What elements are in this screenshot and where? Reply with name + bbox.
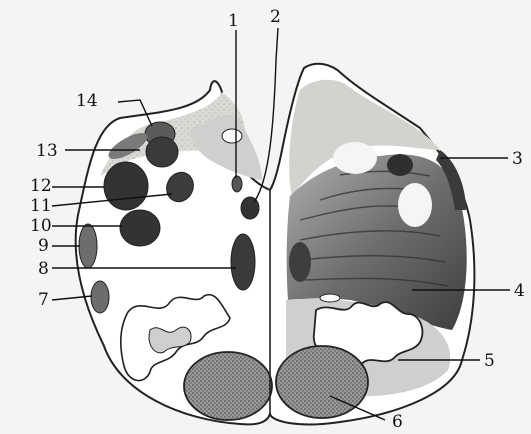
right-lateral-dark-oval bbox=[289, 242, 311, 282]
label-7: 7 bbox=[38, 290, 49, 310]
label-11: 11 bbox=[30, 196, 52, 216]
label-8: 8 bbox=[38, 259, 49, 279]
left-white-spot bbox=[222, 129, 242, 143]
nucleus-10 bbox=[120, 210, 160, 246]
nucleus-12 bbox=[104, 162, 148, 210]
label-2: 2 bbox=[270, 7, 281, 27]
label-10: 10 bbox=[30, 216, 52, 236]
tract-7 bbox=[91, 281, 109, 313]
right-white-spot-1 bbox=[333, 142, 377, 174]
right-white-spot-2 bbox=[398, 183, 432, 227]
label-13: 13 bbox=[36, 141, 58, 161]
nucleus-1 bbox=[232, 176, 242, 192]
label-3: 3 bbox=[512, 149, 523, 169]
label-1: 1 bbox=[228, 11, 239, 31]
label-4: 4 bbox=[514, 281, 525, 301]
right-dark-spot bbox=[387, 154, 413, 176]
label-12: 12 bbox=[30, 176, 52, 196]
label-6: 6 bbox=[392, 412, 403, 432]
label-5: 5 bbox=[484, 351, 495, 371]
label-14: 14 bbox=[76, 91, 98, 111]
label-9: 9 bbox=[38, 236, 49, 256]
left-pyramid bbox=[184, 352, 272, 420]
nucleus-2 bbox=[241, 197, 259, 219]
right-small-white-oval bbox=[320, 294, 340, 302]
tract-9 bbox=[79, 224, 97, 268]
nucleus-13 bbox=[146, 137, 178, 167]
nucleus-8 bbox=[231, 234, 255, 290]
